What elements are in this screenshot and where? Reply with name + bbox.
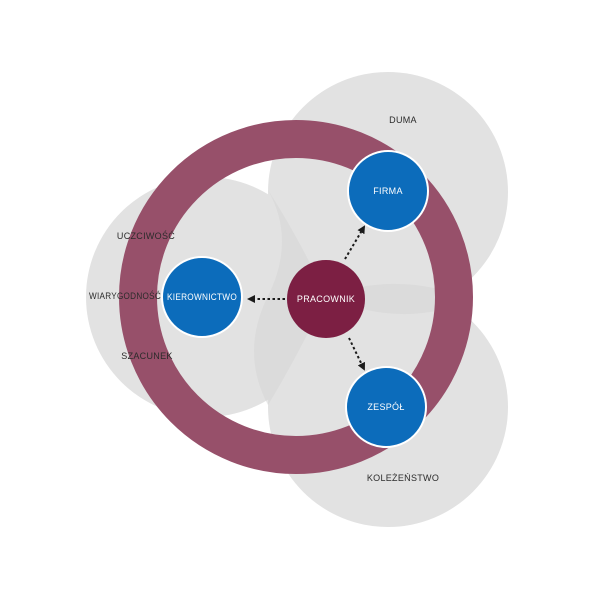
node-zespol-label: ZESPÓŁ — [367, 402, 404, 412]
center-node-pracownik: PRACOWNIK — [287, 260, 365, 338]
value-label-kierownictwo: SZACUNEK — [121, 351, 172, 361]
arrows — [247, 225, 366, 371]
center-node-label: PRACOWNIK — [297, 294, 355, 304]
node-firma-label: FIRMA — [373, 186, 403, 196]
arrow-to-zespol — [348, 337, 365, 371]
node-kierownictwo: KIEROWNICTWO — [161, 256, 243, 338]
value-label-kierownictwo: WIARYGODNOŚĆ — [89, 290, 161, 301]
value-labels: DUMA UCZCIWOŚĆ WIARYGODNOŚĆ SZACUNEK KOL… — [89, 115, 439, 483]
arrow-to-firma — [344, 225, 366, 260]
value-label-firma: DUMA — [389, 115, 417, 125]
value-label-zespol: KOLEŻEŃSTWO — [367, 473, 439, 483]
node-zespol: ZESPÓŁ — [345, 366, 427, 448]
node-firma: FIRMA — [347, 150, 429, 232]
node-kierownictwo-label: KIEROWNICTWO — [167, 292, 237, 302]
relationship-ring — [119, 120, 473, 474]
value-label-kierownictwo: UCZCIWOŚĆ — [117, 230, 175, 241]
